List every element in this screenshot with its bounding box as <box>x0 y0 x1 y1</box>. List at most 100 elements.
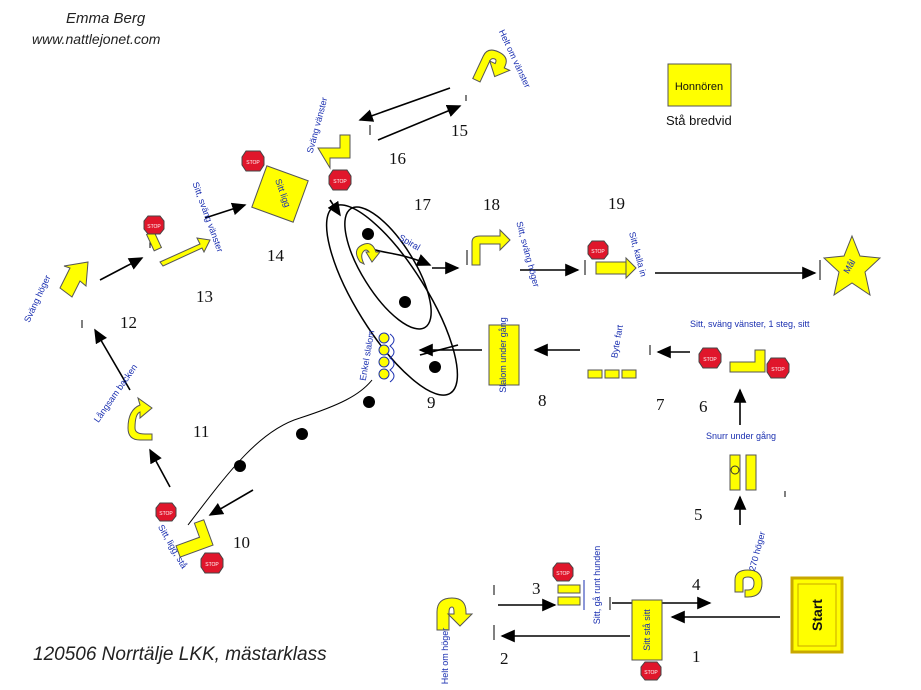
station-number-17: 17 <box>414 195 432 214</box>
sign-station-13 <box>159 237 211 267</box>
footer-caption: 120506 Norrtälje LKK, mästarklass <box>33 644 327 665</box>
station-number-19: 19 <box>608 194 625 213</box>
sign-station-4 <box>734 569 763 598</box>
cone <box>363 396 375 408</box>
svg-text:STOP: STOP <box>147 224 161 230</box>
sign-station-11 <box>127 396 153 441</box>
svg-text:STOP: STOP <box>591 249 605 255</box>
station-number-10: 10 <box>233 533 250 552</box>
station-4-text: 270 höger <box>747 530 767 572</box>
sign-station-19 <box>595 261 627 275</box>
station-number-3: 3 <box>532 579 541 598</box>
route-arrow <box>94 328 131 391</box>
sign-station-8 <box>488 324 520 386</box>
sign-station-12 <box>59 261 89 298</box>
route-arrow <box>419 344 459 356</box>
station-number-6: 6 <box>699 397 708 416</box>
station-number-5: 5 <box>694 505 703 524</box>
svg-text:STOP: STOP <box>556 571 570 577</box>
sign-station-5 <box>729 454 741 491</box>
honor-label: Honnören <box>675 81 723 93</box>
station-number-2: 2 <box>500 649 509 668</box>
spiral-outline-inner <box>344 206 432 330</box>
station-number-4: 4 <box>692 575 701 594</box>
route-arrow <box>99 257 144 281</box>
stop-sign: STOP <box>143 215 165 235</box>
start-label: Start <box>809 599 825 631</box>
sign-station-2 <box>436 597 474 631</box>
station-8-text: Slalom under gång <box>498 317 508 393</box>
station-number-14: 14 <box>267 246 285 265</box>
stop-sign: STOP <box>328 169 352 191</box>
sign-station-18 <box>471 228 511 266</box>
station-number-13: 13 <box>196 287 213 306</box>
station-number-9: 9 <box>427 393 436 412</box>
station-16-text: Sväng vänster <box>305 96 330 154</box>
station-number-11: 11 <box>193 422 209 441</box>
svg-text:STOP: STOP <box>703 357 717 363</box>
course-path-line <box>187 379 373 526</box>
station-2-text: Helt om höger <box>440 628 450 685</box>
sign-station-3 <box>557 584 581 594</box>
route-arrow <box>149 448 171 488</box>
station-number-15: 15 <box>451 121 468 140</box>
svg-text:STOP: STOP <box>246 160 260 166</box>
cone <box>429 361 441 373</box>
svg-text:STOP: STOP <box>644 670 658 676</box>
sign-station-16 <box>317 134 351 170</box>
cone <box>234 460 246 472</box>
svg-text:STOP: STOP <box>771 367 785 373</box>
cone <box>296 428 308 440</box>
slalom-coils <box>378 332 395 383</box>
station-12-text: Sväng höger <box>22 273 53 323</box>
stop-sign: STOP <box>640 661 662 681</box>
station-17-text: Spiral <box>397 232 422 252</box>
station-number-12: 12 <box>120 313 137 332</box>
gate-markers <box>81 95 844 640</box>
stop-sign: STOP <box>241 150 265 172</box>
station-5-text: Snurr under gång <box>706 431 776 441</box>
stop-sign: STOP <box>587 240 609 260</box>
honor-sign <box>667 63 732 107</box>
stop-sign: STOP <box>155 502 177 522</box>
route-arrow <box>358 87 451 122</box>
station-number-8: 8 <box>538 391 547 410</box>
sign-station-6 <box>729 349 766 373</box>
station-number-18: 18 <box>483 195 500 214</box>
station-18-text: Sitt, sväng höger <box>514 220 541 288</box>
station-3-text: Sitt, gå runt hunden <box>592 546 602 625</box>
cone <box>399 296 411 308</box>
sign-station-1 <box>631 599 663 661</box>
cone <box>362 228 374 240</box>
stop-sign: STOP <box>766 357 790 379</box>
sign-station-10 <box>175 519 214 558</box>
stop-sign: STOP <box>698 347 722 369</box>
station-9-text: Enkel slalom <box>358 329 377 381</box>
spiral-arrow <box>327 199 341 217</box>
sign-station-15 <box>472 49 511 83</box>
beside-label: Stå bredvid <box>666 113 732 128</box>
sign-station-14 <box>251 165 309 223</box>
author-name: Emma Berg <box>66 10 146 27</box>
goal-star: Mål <box>822 234 882 297</box>
station-number-1: 1 <box>692 647 701 666</box>
sign-station-7 <box>587 369 603 379</box>
route-arrow <box>204 202 247 219</box>
station-number-16: 16 <box>389 149 406 168</box>
website-url: www.nattlejonet.com <box>32 31 161 47</box>
route-arrow <box>208 489 254 516</box>
start-sign: Start <box>790 576 844 654</box>
sign-station-17 <box>356 243 382 266</box>
stop-sign: STOP <box>200 552 224 574</box>
station-6-text: Sitt, sväng vänster, 1 steg, sitt <box>690 319 810 329</box>
station-7-text: Byte fart <box>609 324 625 359</box>
svg-text:STOP: STOP <box>333 179 347 185</box>
svg-text:STOP: STOP <box>205 562 219 568</box>
route-arrow <box>377 104 462 141</box>
station-number-7: 7 <box>656 395 665 414</box>
station-1-text: Sitt stå sitt <box>642 609 652 651</box>
spiral-outline-outer <box>325 204 459 396</box>
stop-sign: STOP <box>552 562 574 582</box>
svg-text:STOP: STOP <box>159 511 173 517</box>
